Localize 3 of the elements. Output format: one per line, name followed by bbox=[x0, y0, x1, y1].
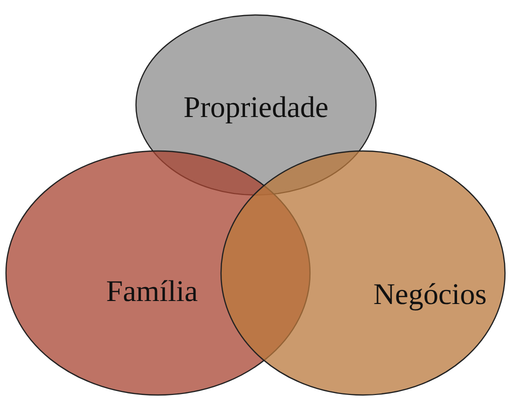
circle-label: Propriedade bbox=[184, 91, 328, 125]
circle-label: Família bbox=[106, 275, 198, 309]
circle-label: Negócios bbox=[373, 278, 487, 312]
